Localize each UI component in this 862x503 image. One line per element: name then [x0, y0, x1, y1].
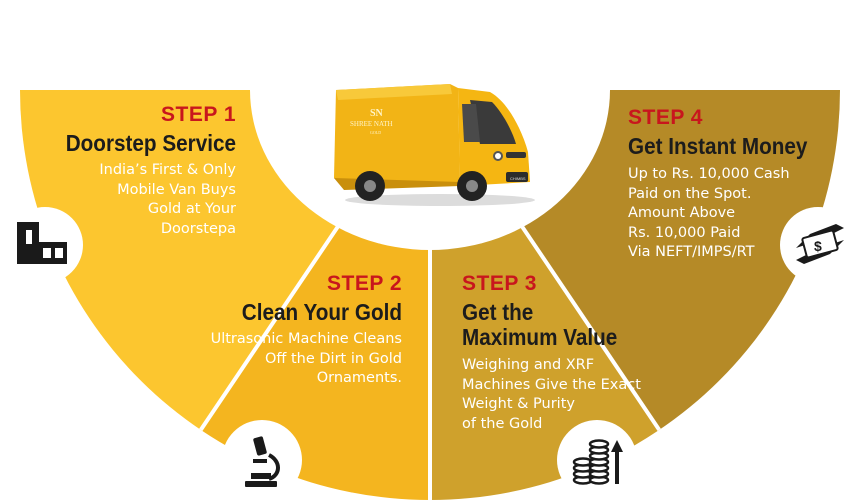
step4-label: STEP 4	[628, 106, 703, 129]
step3-label: STEP 3	[462, 272, 537, 295]
coin-stack-icon	[572, 439, 623, 485]
step1-label: STEP 1	[161, 103, 236, 126]
step4-block: STEP 4 Get Instant Money Up to Rs. 10,00…	[628, 106, 838, 263]
step2-label: STEP 2	[327, 272, 402, 295]
gold-van-illustration: SN SHREE NATH GOLD CHIMBS	[334, 84, 535, 206]
step1-block: STEP 1 Doorstep Service India’s First & …	[40, 103, 236, 239]
step3-title: Get the Maximum Value	[462, 299, 618, 350]
money-exchange-icon: $	[796, 224, 844, 264]
van-side-text: CHIMBS	[510, 176, 526, 181]
step2-title: Clean Your Gold	[241, 299, 402, 325]
step3-desc: Weighing and XRF Machines Give the Exact…	[462, 357, 641, 432]
svg-text:$: $	[814, 238, 822, 254]
step1-desc: India’s First & Only Mobile Van Buys Gol…	[99, 162, 236, 237]
step2-block: STEP 2 Clean Your Gold Ultrasonic Machin…	[160, 272, 402, 389]
step3-block: STEP 3 Get the Maximum Value Weighing an…	[462, 272, 702, 434]
shop-icon	[17, 222, 67, 264]
microscope-icon	[245, 436, 280, 487]
van-sub-text: GOLD	[370, 130, 381, 135]
van-logo-mark: SN	[370, 108, 384, 119]
step2-desc: Ultrasonic Machine Cleans Off the Dirt i…	[210, 331, 402, 386]
step1-title: Doorstep Service	[65, 130, 236, 156]
step4-title: Get Instant Money	[628, 133, 808, 159]
van-brand-text: SHREE NATH	[350, 120, 393, 128]
step4-desc: Up to Rs. 10,000 Cash Paid on the Spot. …	[628, 166, 790, 260]
